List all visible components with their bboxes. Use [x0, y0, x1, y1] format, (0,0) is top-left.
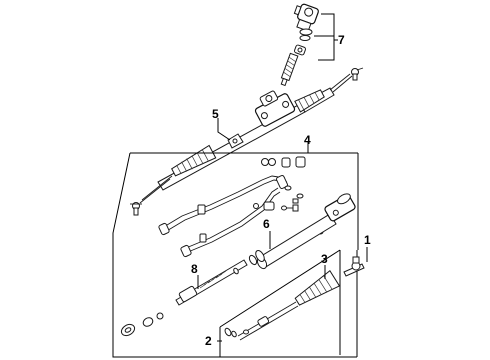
callout-1: 1 [364, 233, 371, 247]
rack-housing [256, 193, 356, 270]
callout-6: 6 [263, 217, 270, 231]
callout-7: 7 [338, 33, 345, 47]
rack-inner-parts [120, 250, 265, 337]
callout-8: 8 [191, 262, 198, 276]
callout-4: 4 [304, 133, 311, 147]
fluid-lines [158, 175, 289, 258]
outer-tie-rod-end [343, 247, 368, 277]
pinion-valve-assembly [280, 3, 338, 87]
assembly-4-bracket [112, 152, 359, 358]
callout-5: 5 [212, 107, 219, 121]
assembly-2-bracket [219, 249, 341, 358]
callout-2: 2 [205, 334, 212, 348]
callout-3: 3 [321, 252, 328, 266]
tie-rod-boot [224, 265, 341, 341]
